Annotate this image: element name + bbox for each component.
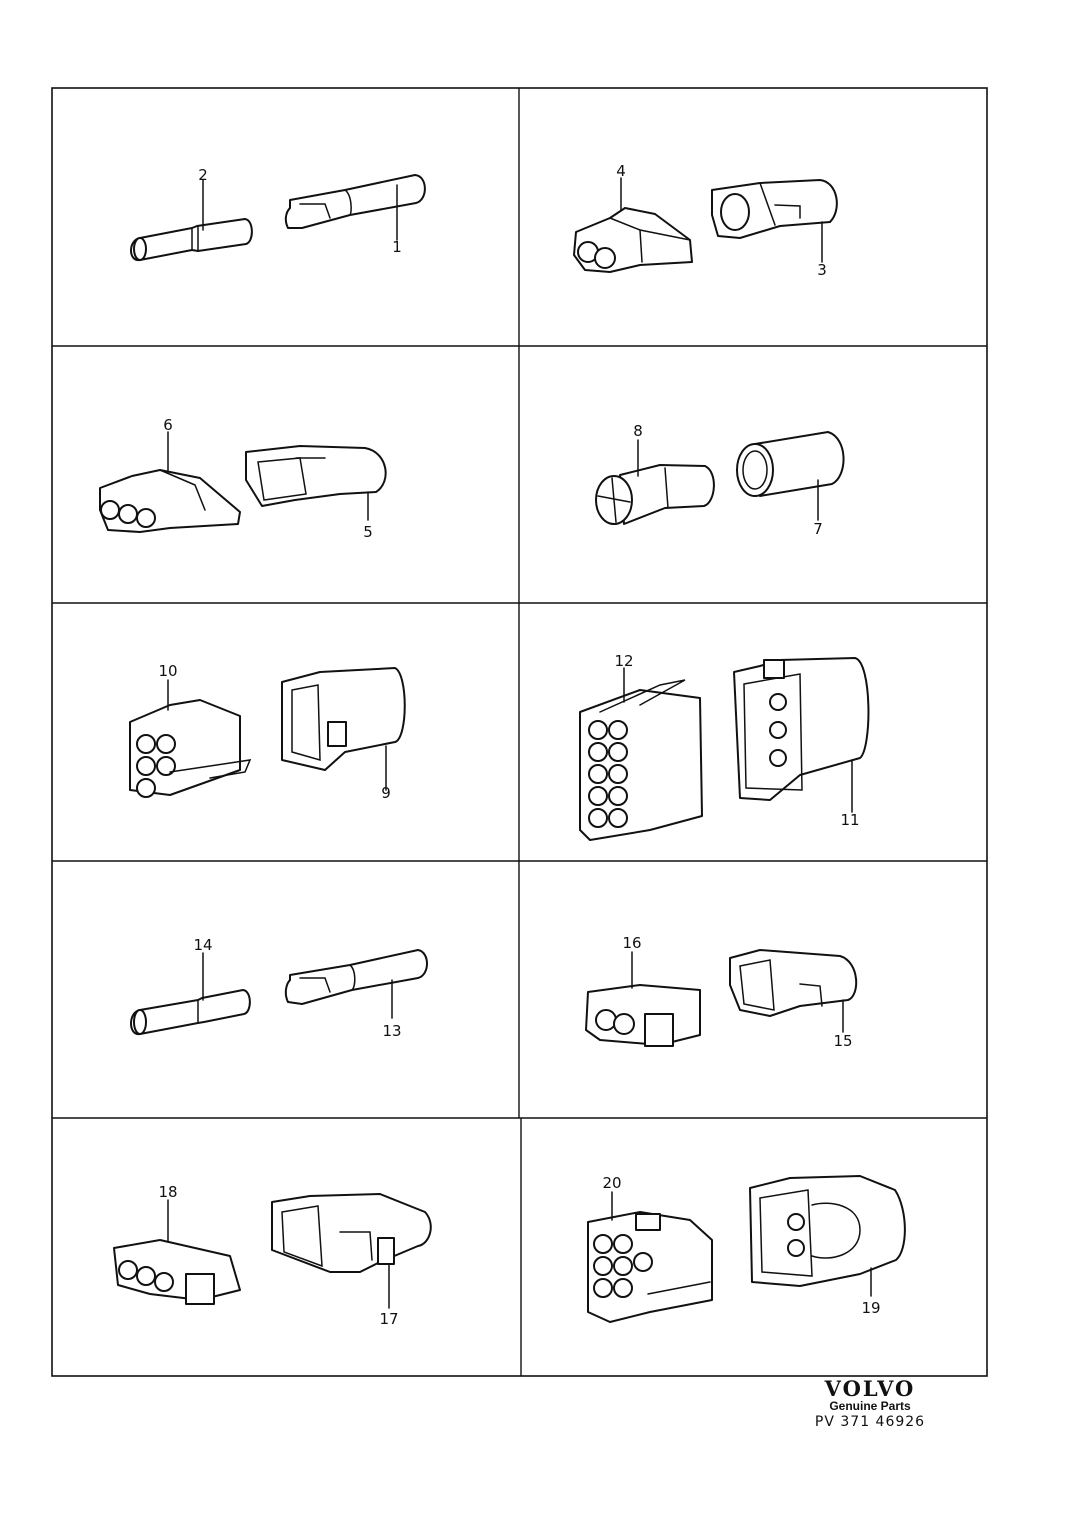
part-labels: 2 1 4 3 6 5 8 7 10 9 12 11 14 13 16 15 1…	[158, 162, 880, 1328]
part-3-housing	[711, 179, 838, 263]
label-11: 11	[840, 811, 859, 829]
part-10-housing	[129, 679, 252, 798]
part-8-cap	[595, 439, 715, 525]
part-1-socket	[284, 174, 426, 241]
label-15: 15	[833, 1032, 852, 1050]
part-9-housing	[281, 667, 406, 791]
grid-frame	[51, 87, 988, 1377]
label-14: 14	[193, 936, 212, 954]
part-20-housing	[587, 1191, 713, 1323]
part-17-housing	[271, 1193, 432, 1309]
part-14-pin	[130, 952, 251, 1036]
label-5: 5	[363, 523, 373, 541]
part-6-housing	[99, 431, 241, 533]
label-10: 10	[158, 662, 177, 680]
label-18: 18	[158, 1183, 177, 1201]
label-20: 20	[602, 1174, 621, 1192]
part-19-housing	[749, 1175, 906, 1297]
part-13-socket	[284, 949, 428, 1019]
label-6: 6	[163, 416, 173, 434]
label-13: 13	[382, 1022, 401, 1040]
drawing-code: PV 371 46926	[814, 1414, 926, 1430]
part-18-housing	[113, 1199, 241, 1305]
label-12: 12	[614, 652, 633, 670]
label-1: 1	[392, 238, 402, 256]
part-2-pin	[130, 179, 253, 262]
part-12-housing	[579, 667, 703, 841]
label-8: 8	[633, 422, 643, 440]
label-16: 16	[622, 934, 641, 952]
label-3: 3	[817, 261, 827, 279]
label-17: 17	[379, 1310, 398, 1328]
part-5-housing	[245, 445, 387, 521]
footer-brand-block: VOLVO Genuine Parts PV 371 46926	[790, 1376, 950, 1430]
part-4-housing	[573, 177, 693, 273]
genuine-parts-label: Genuine Parts	[829, 1399, 911, 1413]
part-7-sleeve	[736, 431, 845, 521]
label-2: 2	[198, 166, 208, 184]
label-4: 4	[616, 162, 626, 180]
label-19: 19	[861, 1299, 880, 1317]
label-7: 7	[813, 520, 823, 538]
part-11-housing	[733, 657, 870, 813]
volvo-logo: VOLVO	[824, 1376, 916, 1401]
part-16-housing	[585, 951, 701, 1047]
part-15-housing	[729, 949, 858, 1033]
label-9: 9	[381, 784, 391, 802]
